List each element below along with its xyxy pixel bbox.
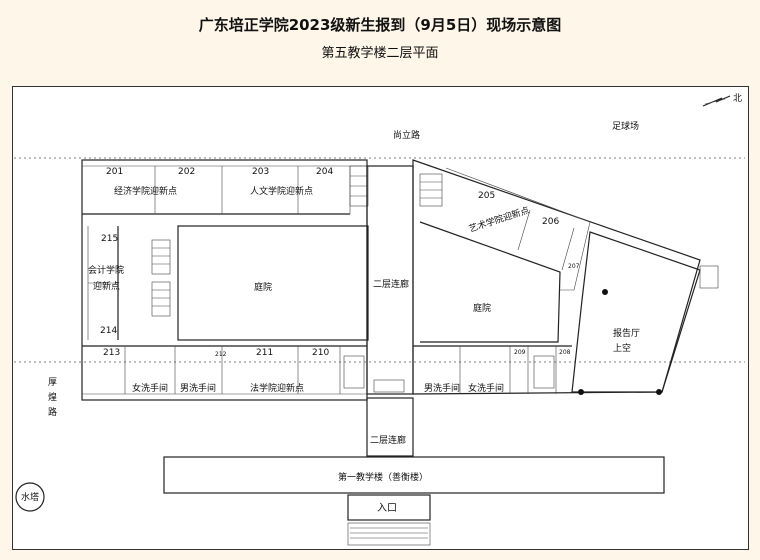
football-field: 足球场 (612, 120, 639, 132)
point-humanities: 人文学院迎新点 (250, 185, 313, 197)
report-hall-label: 报告厅 (613, 327, 640, 339)
stair (151, 239, 171, 275)
courtyard-right: 庭院 (473, 302, 491, 314)
point-economics: 经济学院迎新点 (114, 185, 177, 197)
building-one-label: 第一教学楼（善衡楼） (338, 471, 428, 483)
floor-plan-frame (12, 86, 749, 550)
room-214: 214 (100, 326, 117, 336)
east-courtyard (419, 221, 561, 343)
page-title: 广东培正学院2023级新生报到（9月5日）现场示意图 (198, 16, 562, 34)
east-block-outline (412, 159, 701, 395)
entrance-label: 入口 (377, 503, 397, 514)
road-houhuang-3: 路 (48, 406, 57, 418)
road-houhuang-2: 煌 (48, 391, 57, 403)
room-210: 210 (312, 348, 329, 358)
point-law: 法学院迎新点 (250, 382, 304, 394)
restroom-women-right: 女洗手间 (468, 382, 504, 394)
room-204: 204 (316, 167, 333, 177)
courtyard-left: 庭院 (254, 281, 272, 293)
room-207: 207 (568, 263, 580, 270)
column-dot (602, 289, 608, 295)
room-211: 211 (256, 348, 273, 358)
road-shangli: 尚立路 (393, 129, 420, 141)
restroom-men-right: 男洗手间 (424, 382, 460, 394)
room-212: 212 (215, 351, 227, 358)
room-208: 208 (559, 349, 571, 356)
room-202: 202 (178, 167, 195, 177)
report-hall-void: 上空 (613, 342, 631, 354)
point-arts: 艺术学院迎新点 (467, 204, 531, 235)
restroom-men-left: 男洗手间 (180, 382, 216, 394)
point-accounting-1: 会计学院 (88, 264, 124, 276)
page-subtitle: 第五教学楼二层平面 (321, 46, 439, 61)
report-hall (571, 231, 701, 393)
room-203: 203 (252, 167, 269, 177)
restroom-women-left: 女洗手间 (132, 382, 168, 394)
road-houhuang-1: 厚 (48, 377, 57, 388)
column-dot (578, 389, 584, 395)
stair (151, 281, 171, 317)
point-accounting-2: 迎新点 (93, 280, 120, 292)
column-dot (656, 389, 662, 395)
stair (343, 355, 365, 389)
water-tower-label: 水塔 (21, 491, 39, 503)
building-one (163, 456, 665, 494)
room-213: 213 (103, 348, 120, 358)
room-206: 206 (542, 217, 559, 227)
north-label: 北 (733, 93, 742, 104)
corridor-link-lower (366, 397, 414, 457)
stair (533, 355, 555, 389)
entrance-box (347, 494, 431, 521)
corridor-upper: 二层连廊 (373, 278, 409, 290)
room-201: 201 (106, 167, 123, 177)
room-205: 205 (478, 191, 495, 201)
west-courtyard (177, 225, 369, 341)
corridor-lower: 二层连廊 (370, 434, 406, 446)
room-215: 215 (101, 234, 118, 244)
room-209: 209 (514, 349, 526, 356)
water-tower-circle (15, 482, 45, 512)
